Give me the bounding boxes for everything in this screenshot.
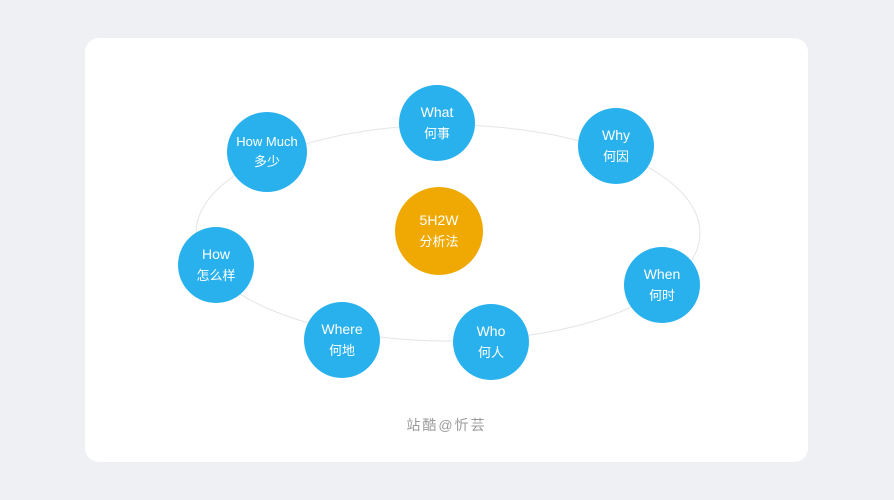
node-who-label-en: Who	[476, 323, 506, 340]
center-node-subtitle: 分析法	[419, 233, 459, 249]
node-when: When 何时	[624, 247, 700, 323]
node-what-label-zh: 何事	[423, 125, 450, 141]
watermark-text: 站酷@忻芸	[406, 417, 487, 433]
node-where-label-zh: 何地	[328, 342, 355, 358]
node-where-label-en: Where	[321, 321, 363, 338]
node-why-label-en: Why	[602, 127, 630, 144]
node-why-label-zh: 何因	[602, 148, 629, 164]
node-how-label-en: How	[201, 246, 230, 263]
node-what: What 何事	[399, 85, 475, 161]
node-how-label-zh: 怎么样	[196, 267, 236, 283]
center-node-5h2w: 5H2W 分析法	[395, 187, 483, 275]
node-who: Who 何人	[453, 304, 529, 380]
center-node-title: 5H2W	[419, 212, 459, 229]
node-how-much-label-zh: 多少	[253, 154, 280, 169]
node-who-label-zh: 何人	[477, 344, 504, 360]
node-why: Why 何因	[578, 108, 654, 184]
node-when-label-zh: 何时	[648, 287, 675, 303]
node-what-label-en: What	[420, 104, 454, 121]
node-how-much: How Much 多少	[227, 112, 307, 192]
node-how: How 怎么样	[178, 227, 254, 303]
node-where: Where 何地	[304, 302, 380, 378]
node-when-label-en: When	[643, 266, 681, 283]
node-how-much-label-en: How Much	[236, 133, 298, 149]
